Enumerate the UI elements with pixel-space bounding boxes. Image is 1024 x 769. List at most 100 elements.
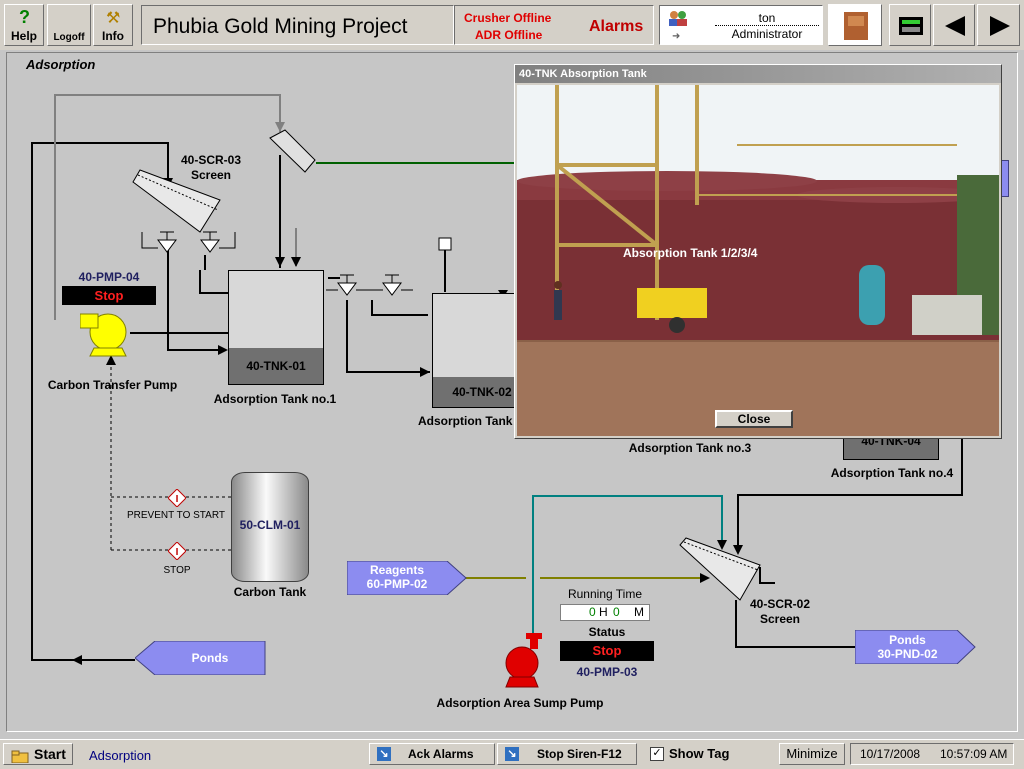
ponds-left-label: Ponds (191, 651, 229, 665)
reagents-tag: 60-PMP-02 (366, 577, 428, 591)
tank-03-name: Adsorption Tank no.3 (628, 441, 752, 455)
ack-alarms-label: Ack Alarms (408, 747, 474, 761)
forward-button[interactable] (977, 4, 1020, 46)
help-label: Help (10, 29, 37, 43)
ponds-return-line (31, 142, 135, 661)
page-title: Phubia Gold Mining Project (153, 15, 408, 38)
siren-icon: ↘ (505, 747, 519, 761)
right-arrow-icon (988, 15, 1012, 40)
svg-text:I: I (176, 494, 179, 505)
tank-01-name: Adsorption Tank no.1 (213, 392, 337, 406)
ponds-right-tag: 30-PND-02 (877, 647, 938, 661)
clock-panel: 10/17/2008 10:57:09 AM (850, 743, 1014, 765)
start-button[interactable]: Start (3, 743, 73, 765)
sump-pump-name: Adsorption Area Sump Pump (436, 696, 604, 710)
start-label: Start (34, 746, 66, 762)
running-minutes: 0 (613, 605, 620, 619)
carbon-tank-name: Carbon Tank (233, 585, 307, 599)
interlock-h-icon: I (167, 541, 187, 563)
user-name: ton (715, 11, 819, 26)
pump-03-status[interactable]: Stop (560, 641, 654, 661)
arrow-shape-icon (135, 641, 266, 675)
reagents-link[interactable]: Reagents 60-PMP-02 (347, 561, 467, 595)
interlock-hh-icon: I (167, 488, 187, 510)
crusher-status: Crusher Offline (464, 11, 552, 25)
tank-01[interactable]: 40-TNK-01 (228, 270, 324, 385)
carbon-transfer-pump-label: Carbon Transfer Pump (47, 378, 178, 392)
screen-03-name: Screen (190, 168, 232, 182)
status-label: Status (588, 625, 626, 639)
carbon-return-line (54, 94, 281, 320)
stop-siren-button[interactable]: ↘ Stop Siren-F12 (497, 743, 637, 765)
minimize-button[interactable]: Minimize (779, 743, 845, 765)
title-panel: Phubia Gold Mining Project (141, 5, 454, 45)
pump-04-tag: 40-PMP-04 (78, 270, 140, 284)
date-display: 10/17/2008 (860, 747, 921, 761)
pump-04-status[interactable]: Stop (62, 286, 156, 305)
tank-photo: Absorption Tank 1/2/3/4 (517, 85, 999, 436)
start-icon (11, 748, 29, 768)
tank-02-name: Adsorption Tank (418, 414, 513, 428)
screen-02-name: Screen (759, 612, 801, 626)
area-title: Adsorption (26, 57, 96, 72)
running-hours: 0 (589, 605, 596, 619)
close-button[interactable]: Close (715, 410, 793, 428)
running-time-label: Running Time (567, 587, 643, 601)
logoff-label: Logoff (53, 32, 85, 43)
info-button[interactable]: ⚒ Info (93, 4, 133, 46)
prevent-label: PREVENT TO START (127, 510, 225, 521)
help-icon: ? (19, 7, 30, 27)
tank-photo-dialog: 40-TNK Absorption Tank (514, 64, 1002, 439)
carbon-transfer-pump-icon[interactable] (79, 308, 132, 361)
info-label: Info (102, 29, 124, 43)
stop-siren-label: Stop Siren-F12 (537, 747, 622, 761)
photo-caption: Absorption Tank 1/2/3/4 (623, 246, 758, 260)
tank-04-name: Adsorption Tank no.4 (830, 466, 954, 480)
top-toolbar: ? Help Logoff ⚒ Info Phubia Gold Mining … (0, 0, 1024, 50)
status-panel: Crusher Offline ADR Offline Alarms (454, 5, 654, 45)
reagents-label: Reagents (369, 563, 425, 577)
user-role: Administrator (731, 27, 803, 41)
screen-03-shape (132, 169, 221, 233)
screen-02-tag: 40-SCR-02 (749, 597, 811, 611)
carbon-tank[interactable]: 50-CLM-01 (231, 472, 309, 582)
ponds-right-link[interactable]: Ponds 30-PND-02 (855, 630, 976, 664)
current-area: Adsorption (89, 748, 152, 763)
process-canvas (6, 52, 1018, 732)
keyboard-icon (898, 16, 924, 39)
show-tag-label: Show Tag (669, 746, 730, 761)
carbon-tank-tag: 50-CLM-01 (239, 518, 301, 532)
ack-alarms-button[interactable]: ↘ Ack Alarms (369, 743, 495, 765)
help-button[interactable]: ? Help (4, 4, 44, 46)
svg-text:I: I (176, 547, 179, 558)
alarms-button[interactable]: Alarms (589, 18, 644, 35)
taskbar: Start Adsorption ↘ Ack Alarms ↘ Stop Sir… (0, 739, 1024, 769)
ponds-right-label: Ponds (889, 633, 926, 647)
time-display: 10:57:09 AM (940, 747, 1008, 761)
pump-03-tag: 40-PMP-03 (576, 665, 638, 679)
keyboard-button[interactable] (889, 4, 931, 46)
logoff-button[interactable]: Logoff (47, 4, 91, 46)
stop-interlock-label: STOP (163, 565, 191, 576)
arrow-shape-icon (855, 630, 976, 664)
minutes-unit: M (634, 605, 644, 619)
user-panel: ➜ ton Administrator (659, 5, 823, 45)
login-arrow-icon: ➜ (672, 31, 681, 42)
tank-01-tag: 40-TNK-01 (229, 348, 323, 384)
book-icon (842, 10, 870, 45)
running-time-display: 0 H 0 M (560, 604, 650, 621)
sump-pump-icon[interactable] (502, 633, 546, 692)
adr-status: ADR Offline (475, 28, 543, 42)
users-icon (667, 9, 689, 27)
book-button[interactable] (828, 4, 882, 46)
back-button[interactable] (933, 4, 975, 46)
left-arrow-icon (943, 15, 967, 40)
ponds-left-link[interactable]: Ponds (135, 641, 266, 675)
ack-icon: ↘ (377, 747, 391, 761)
screen-02-shape (679, 537, 761, 601)
wrench-icon: ⚒ (106, 10, 121, 27)
hours-unit: H (599, 605, 608, 619)
show-tag-checkbox[interactable]: ✓ (650, 747, 664, 761)
arrow-shape-icon (347, 561, 467, 595)
